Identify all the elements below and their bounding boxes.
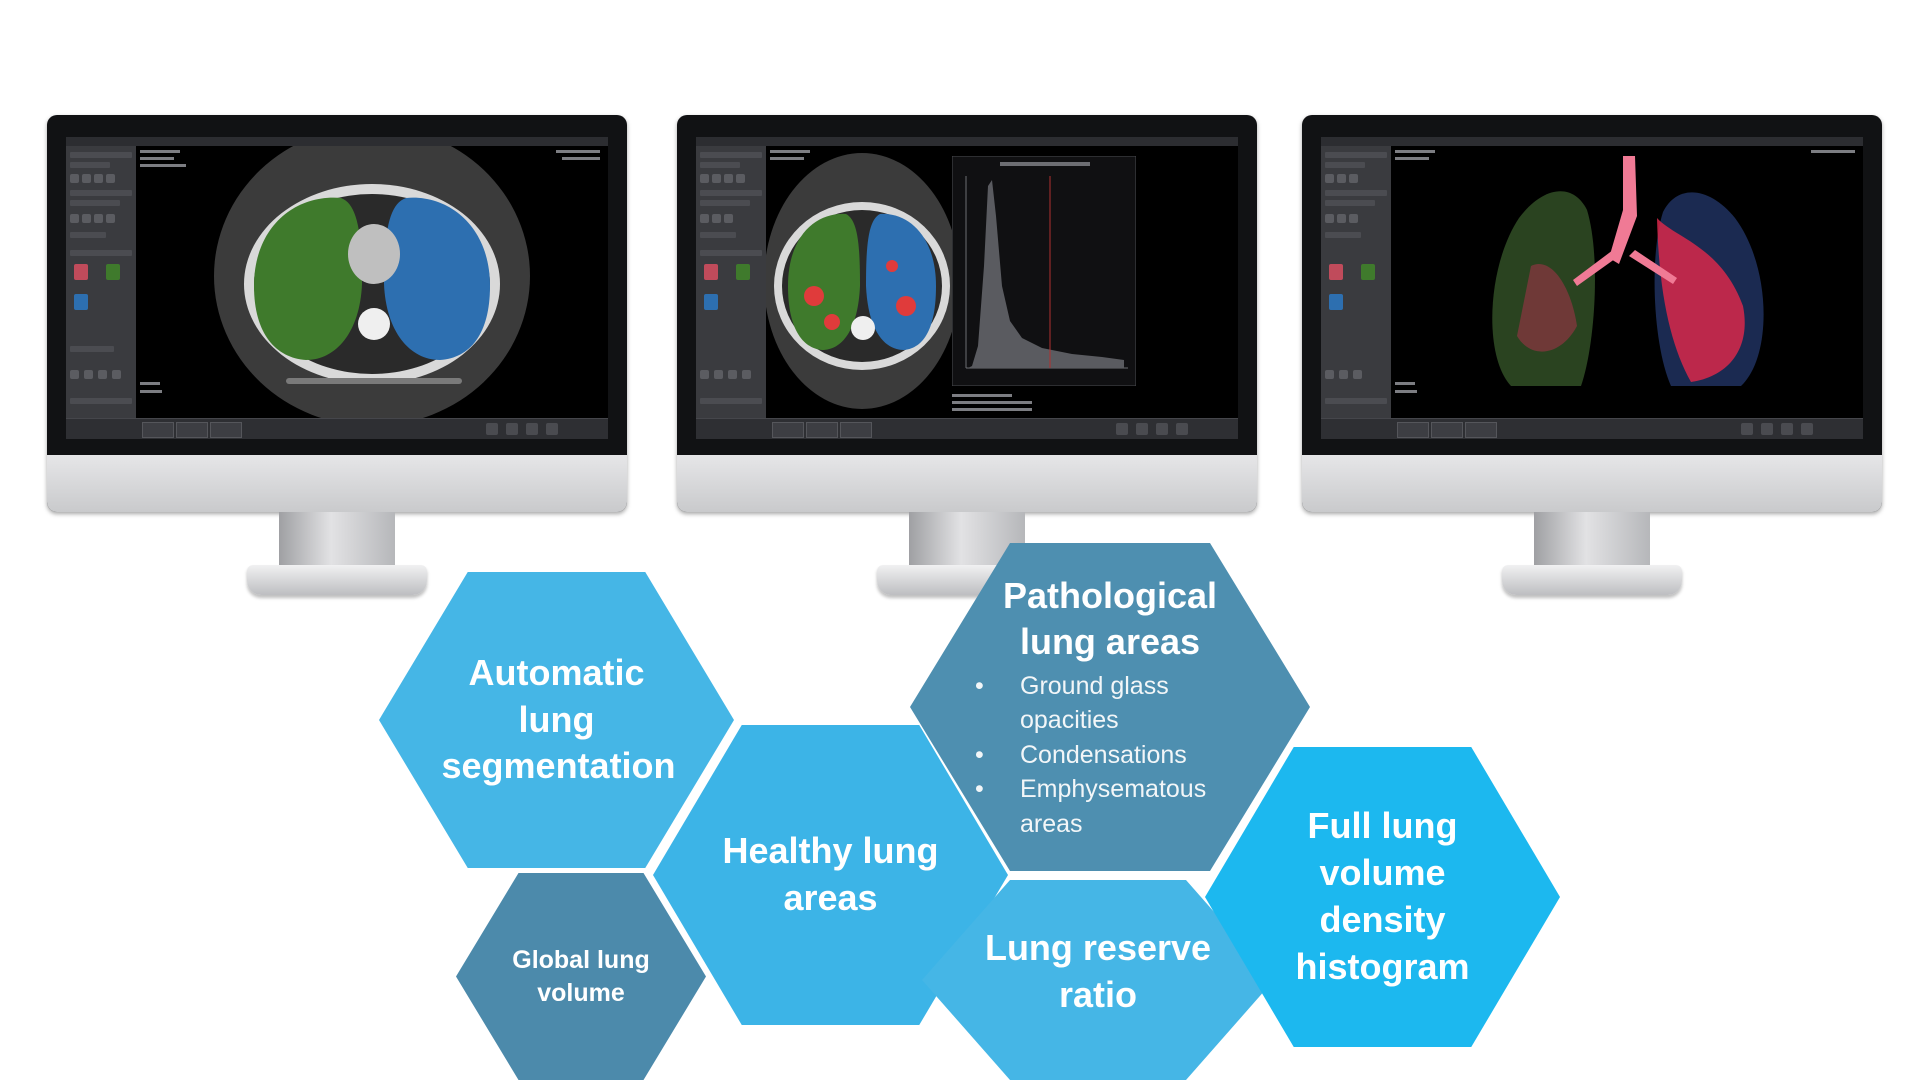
app-side-panel bbox=[1321, 146, 1391, 418]
hex-pathological-content: Pathological lung areas •Ground glass op… bbox=[960, 573, 1260, 842]
bullet-icon: • bbox=[975, 671, 984, 700]
ct-and-histogram-viewport bbox=[766, 146, 1238, 418]
pathology-item: •Emphysematous areas bbox=[975, 772, 1245, 841]
hex-pathological-title: Pathological lung areas bbox=[1002, 574, 1218, 662]
app-side-panel bbox=[696, 146, 766, 418]
3d-viewport bbox=[1391, 146, 1863, 418]
pathology-item: •Condensations bbox=[975, 738, 1245, 773]
monitor-stand-base bbox=[1502, 565, 1682, 595]
monitor-frame bbox=[47, 115, 627, 512]
app-bottom-toolbar bbox=[1321, 418, 1863, 439]
hex-automatic-segmentation: Automatic lung segmentation bbox=[379, 572, 734, 868]
monitor-stand-neck bbox=[279, 512, 395, 567]
monitor-frame bbox=[677, 115, 1257, 512]
monitor-screen bbox=[696, 137, 1238, 439]
app-side-panel bbox=[66, 146, 136, 418]
hex-healthy-areas-label: Healthy lung areas bbox=[722, 830, 939, 918]
hex-global-volume-label: Global lung volume bbox=[512, 946, 650, 1007]
pathology-list: •Ground glass opacities •Condensations •… bbox=[975, 669, 1245, 842]
pathology-item: •Ground glass opacities bbox=[975, 669, 1245, 738]
monitor-histogram bbox=[677, 115, 1257, 595]
ct-slice-with-pathology bbox=[766, 153, 960, 409]
ct-slice-image bbox=[214, 146, 530, 418]
density-histogram-chart bbox=[952, 156, 1136, 386]
monitor-frame bbox=[1302, 115, 1882, 512]
app-bottom-toolbar bbox=[66, 418, 608, 439]
hex-reserve-ratio-label: Lung reserve ratio bbox=[984, 927, 1212, 1015]
monitor-segmentation bbox=[47, 115, 627, 595]
hex-full-histogram-label: Full lung volume density histogram bbox=[1295, 805, 1470, 987]
monitor-screen bbox=[1321, 137, 1863, 439]
hex-full-histogram: Full lung volume density histogram bbox=[1205, 747, 1560, 1047]
ct-viewport bbox=[136, 146, 608, 418]
monitor-chin bbox=[677, 455, 1257, 512]
monitor-3d-render bbox=[1302, 115, 1882, 595]
bullet-icon: • bbox=[975, 740, 984, 769]
hex-automatic-segmentation-label: Automatic lung segmentation bbox=[441, 651, 676, 787]
hex-global-volume: Global lung volume bbox=[456, 873, 706, 1080]
app-bottom-toolbar bbox=[696, 418, 1238, 439]
monitor-stand-neck bbox=[1534, 512, 1650, 567]
bullet-icon: • bbox=[975, 775, 984, 804]
monitor-chin bbox=[47, 455, 627, 512]
3d-lung-render bbox=[1492, 156, 1764, 386]
monitor-chin bbox=[1302, 455, 1882, 512]
monitor-screen bbox=[66, 137, 608, 439]
monitor-stand-base bbox=[247, 565, 427, 595]
